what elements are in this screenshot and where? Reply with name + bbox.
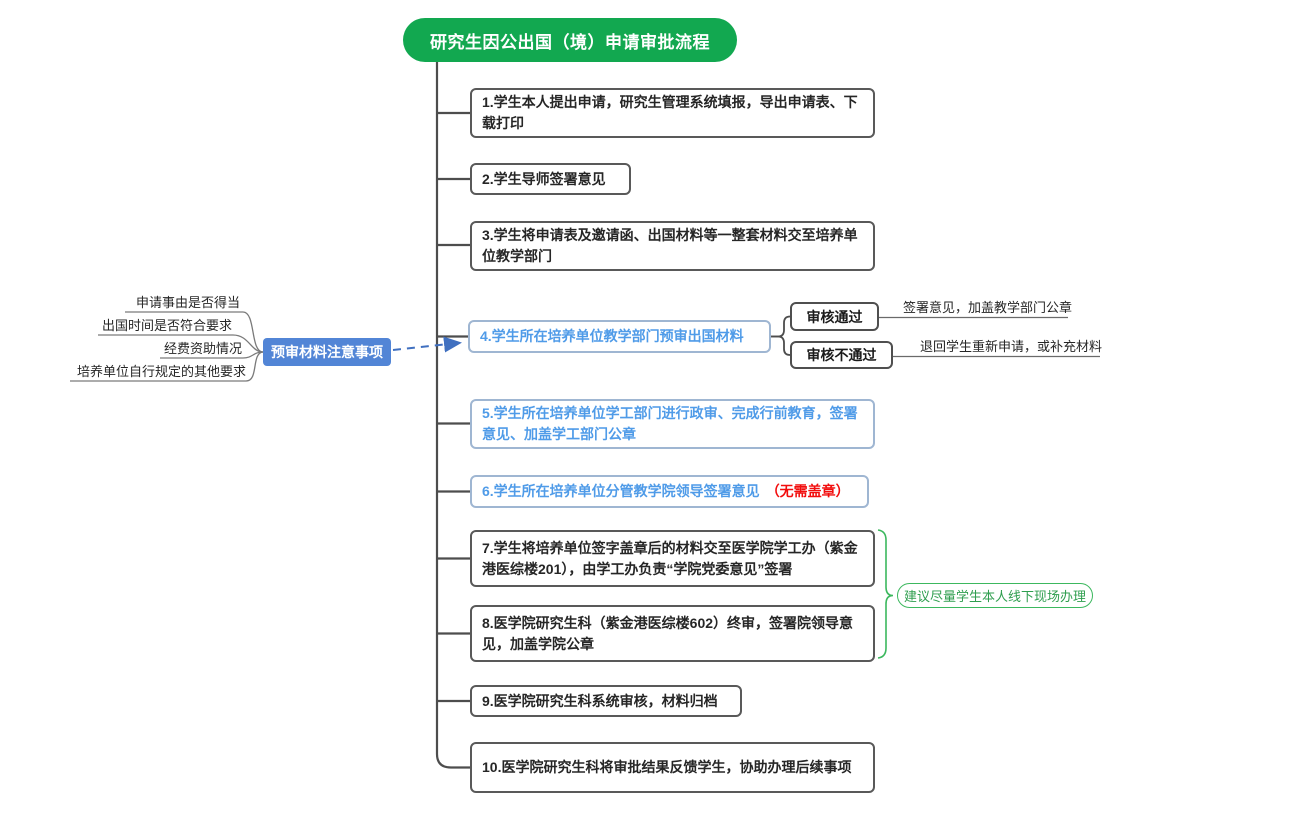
flow-step-6-warning: （无需盖章）: [765, 483, 850, 499]
flow-step-7[interactable]: 7.学生将培养单位签字盖章后的材料交至医学院学工办（紫金港医综楼201），由学工…: [470, 530, 875, 587]
flow-step-9-label: 9.医学院研究生科系统审核，材料归档: [482, 692, 718, 709]
flow-step-2[interactable]: 2.学生导师签署意见: [470, 163, 631, 195]
flow-step-7-label: 7.学生将培养单位签字盖章后的材料交至医学院学工办（紫金港医综楼201），由学工…: [482, 539, 858, 577]
flow-step-3[interactable]: 3.学生将申请表及邀请函、出国材料等一整套材料交至培养单位教学部门: [470, 221, 875, 271]
flow-step-3-label: 3.学生将申请表及邀请函、出国材料等一整套材料交至培养单位教学部门: [482, 227, 858, 264]
flow-step-1[interactable]: 1.学生本人提出申请，研究生管理系统填报，导出申请表、下载打印: [470, 88, 875, 138]
precheck-item-3: 经费资助情况: [163, 341, 242, 356]
flow-step-8-label: 8.医学院研究生科（紫金港医综楼602）终审，签署院领导意见，加盖学院公章: [482, 614, 854, 652]
fork-review-fail: [771, 335, 791, 356]
page-title: 研究生因公出国（境）申请审批流程: [403, 18, 737, 62]
flow-step-5-label: 5.学生所在培养单位学工部门进行政审、完成行前教育，签署意见、加盖学工部门公章: [482, 405, 858, 442]
flow-step-1-label: 1.学生本人提出申请，研究生管理系统填报，导出申请表、下载打印: [482, 94, 858, 131]
precheck-box[interactable]: 预审材料注意事项: [263, 338, 391, 366]
flow-step-6-label: 6.学生所在培养单位分管教学院领导签署意见: [482, 483, 760, 499]
dashed-arrow: [392, 336, 462, 353]
review-pass-box[interactable]: 审核通过: [790, 302, 879, 331]
precheck-item-4: 培养单位自行规定的其他要求: [76, 364, 246, 379]
precheck-curve-3: [242, 351, 264, 359]
flow-step-10-label: 10.医学院研究生科将审批结果反馈学生，协助办理后续事项: [482, 759, 852, 775]
precheck-item-1: 申请事由是否得当: [135, 295, 240, 310]
flow-step-8[interactable]: 8.医学院研究生科（紫金港医综楼602）终审，签署院领导意见，加盖学院公章: [470, 605, 875, 662]
flow-step-4[interactable]: 4.学生所在培养单位教学部门预审出国材料: [468, 320, 771, 353]
precheck-label: 预审材料注意事项: [271, 344, 383, 360]
flow-step-10[interactable]: 10.医学院研究生科将审批结果反馈学生，协助办理后续事项: [470, 742, 875, 793]
review-pass-note: 签署意见，加盖教学部门公章: [903, 300, 1073, 315]
review-fail-note: 退回学生重新申请，或补充材料: [920, 339, 1103, 354]
precheck-item-2: 出国时间是否符合要求: [101, 318, 232, 333]
review-fail-box[interactable]: 审核不通过: [790, 341, 893, 369]
flow-step-4-label: 4.学生所在培养单位教学部门预审出国材料: [480, 328, 744, 344]
review-fail-label: 审核不通过: [806, 347, 877, 363]
trunk-line: [435, 62, 470, 769]
flow-step-9[interactable]: 9.医学院研究生科系统审核，材料归档: [470, 685, 742, 717]
precheck-curve-1: [242, 311, 264, 353]
advice-label: 建议尽量学生本人线下现场办理: [903, 589, 1086, 604]
fork-review-pass: [771, 315, 791, 338]
precheck-curve-4: [245, 351, 264, 382]
flow-step-5[interactable]: 5.学生所在培养单位学工部门进行政审、完成行前教育，签署意见、加盖学工部门公章: [470, 399, 875, 449]
flow-step-6[interactable]: 6.学生所在培养单位分管教学院领导签署意见 （无需盖章）: [470, 475, 869, 508]
advice-pill: 建议尽量学生本人线下现场办理: [897, 583, 1093, 608]
flow-step-2-label: 2.学生导师签署意见: [482, 170, 606, 187]
advice-brace: [877, 529, 894, 659]
review-pass-label: 审核通过: [806, 308, 863, 325]
